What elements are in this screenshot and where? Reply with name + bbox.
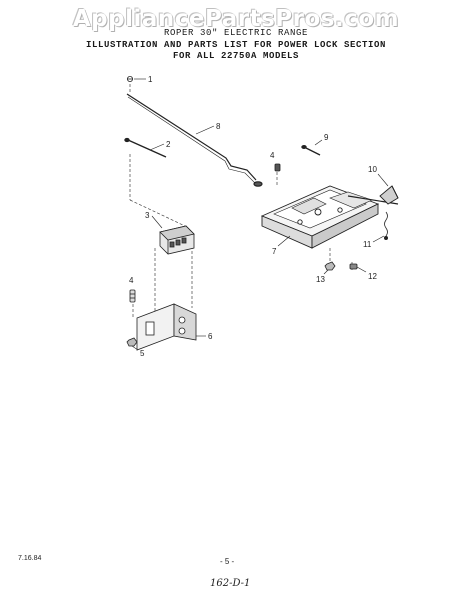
callout-8: 8 [216,122,221,131]
callout-1: 1 [148,75,153,84]
leader-9 [314,139,323,146]
part-7-lock-frame [260,185,399,249]
callout-13: 13 [316,275,325,284]
leader-12 [356,266,367,273]
leader-7 [277,235,291,247]
header-line-1: ROPER 30" ELECTRIC RANGE [163,28,309,38]
page-number: - 5 - [220,557,235,566]
callout-3: 3 [145,211,150,220]
part-10-tip [379,185,399,205]
callout-4-lower: 4 [129,276,134,285]
leader-2 [149,143,165,151]
revision-date: 7.16.84 [18,555,42,562]
callout-9: 9 [324,133,329,142]
part-2-rod [124,137,167,158]
leader-3 [151,215,163,229]
callout-11: 11 [363,240,372,249]
part-8-rod [126,93,263,187]
part-6-bracket [136,303,197,351]
callout-12: 12 [368,272,377,281]
leader-10 [377,173,389,187]
callout-6: 6 [208,332,213,341]
leader-13 [323,269,329,275]
callout-7: 7 [272,247,277,256]
part-9-pin [301,144,321,156]
part-1-screw [127,76,134,83]
leader-11 [372,235,385,243]
part-3-switch [159,225,195,255]
leader-8 [195,125,215,135]
handwritten-note: 162-D-1 [210,578,251,589]
part-5-nut [126,337,138,347]
part-4-screw-lower [129,289,136,303]
header-line-2: ILLUSTRATION AND PARTS LIST FOR POWER LO… [85,40,387,50]
callout-10: 10 [368,165,377,174]
callout-4-upper: 4 [270,151,275,160]
part-12-screw [349,263,358,270]
callout-2: 2 [166,140,171,149]
callout-5: 5 [140,349,145,358]
watermark: AppliancePartsPros.com [72,6,400,32]
part-4-screw-upper [274,163,281,172]
leader-5 [131,345,139,351]
header-line-3: FOR ALL 22750A MODELS [172,51,300,61]
part-11-spring [383,211,388,240]
part-13-nut [324,261,336,271]
